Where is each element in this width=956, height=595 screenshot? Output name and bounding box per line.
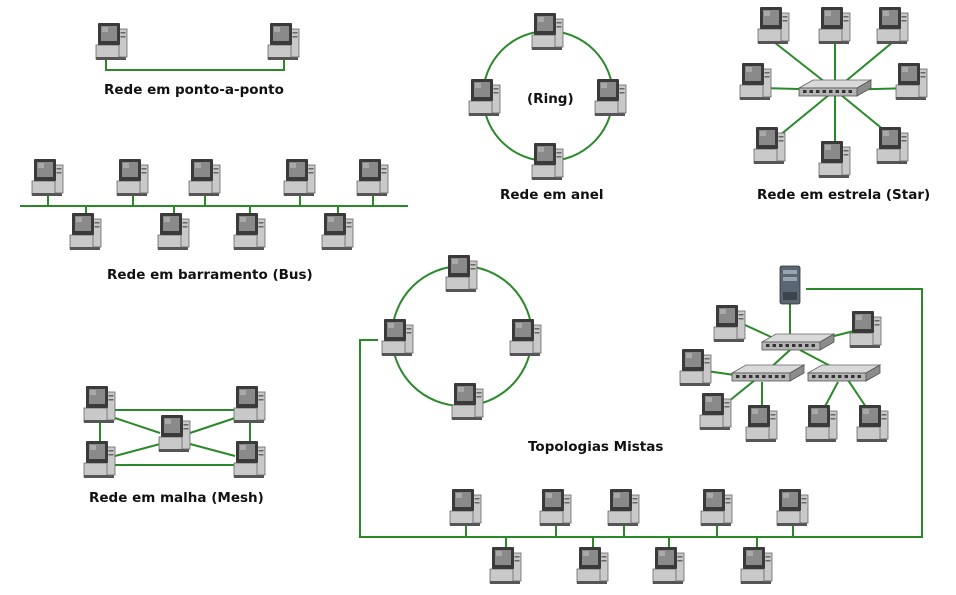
server-tower-icon (779, 265, 801, 305)
computer-icon (679, 349, 712, 386)
network-switch-icon (730, 364, 806, 382)
computer-icon (805, 405, 838, 442)
computer-icon (509, 319, 542, 356)
computer-icon (757, 7, 790, 44)
label-point-to-point: Rede em ponto-a-ponto (104, 82, 284, 98)
network-switch-icon (806, 364, 882, 382)
computer-icon (83, 441, 116, 478)
computer-icon (531, 143, 564, 180)
label-mixed: Topologias Mistas (528, 439, 663, 455)
computer-icon (876, 7, 909, 44)
computer-icon (233, 441, 266, 478)
computer-icon (753, 127, 786, 164)
computer-icon (69, 213, 102, 250)
network-switch-icon (760, 333, 836, 351)
label-star: Rede em estrela (Star) (757, 187, 930, 203)
computer-icon (267, 23, 300, 60)
computer-icon (95, 23, 128, 60)
label-bus: Rede em barramento (Bus) (107, 267, 313, 283)
computer-icon (713, 305, 746, 342)
label-ring: Rede em anel (500, 187, 604, 203)
computer-icon (818, 7, 851, 44)
computer-icon (699, 393, 732, 430)
computer-icon (283, 159, 316, 196)
p2p-link (105, 56, 285, 71)
computer-icon (451, 383, 484, 420)
computer-icon (489, 547, 522, 584)
computer-icon (740, 547, 773, 584)
computer-icon (539, 489, 572, 526)
computer-icon (700, 489, 733, 526)
computer-icon (745, 405, 778, 442)
computer-icon (356, 159, 389, 196)
computer-icon (468, 79, 501, 116)
mixed-frame-link (359, 288, 923, 538)
computer-icon (31, 159, 64, 196)
network-switch-icon (797, 79, 873, 97)
computer-icon (321, 213, 354, 250)
computer-icon (116, 159, 149, 196)
computer-icon (895, 63, 928, 100)
computer-icon (594, 79, 627, 116)
computer-icon (531, 13, 564, 50)
computer-icon (445, 255, 478, 292)
computer-icon (381, 319, 414, 356)
computer-icon (739, 63, 772, 100)
network-nodes (31, 7, 928, 584)
computer-icon (849, 311, 882, 348)
computer-icon (652, 547, 685, 584)
computer-icon (233, 386, 266, 423)
label-mesh: Rede em malha (Mesh) (89, 490, 264, 506)
computer-icon (576, 547, 609, 584)
computer-icon (876, 127, 909, 164)
computer-icon (449, 489, 482, 526)
computer-icon (158, 415, 191, 452)
computer-icon (233, 213, 266, 250)
computer-icon (157, 213, 190, 250)
computer-icon (818, 141, 851, 178)
computer-icon (776, 489, 809, 526)
label-ring-center: (Ring) (527, 91, 574, 107)
computer-icon (83, 386, 116, 423)
computer-icon (188, 159, 221, 196)
computer-icon (607, 489, 640, 526)
computer-icon (856, 405, 889, 442)
